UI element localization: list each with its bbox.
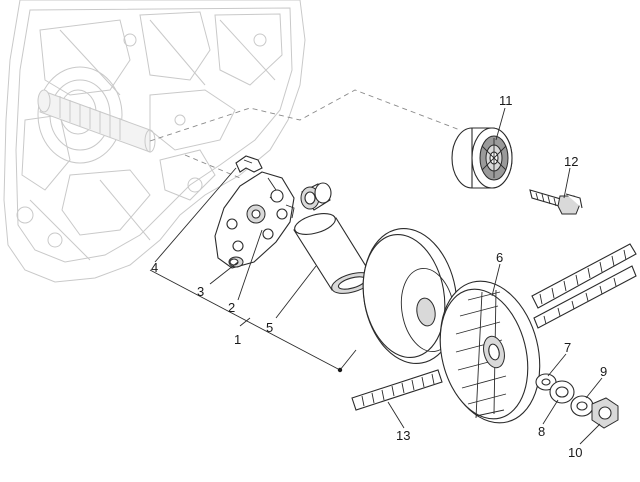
nut-part-10 xyxy=(591,397,619,429)
callout-12: 12 xyxy=(564,154,578,169)
callout-4: 4 xyxy=(151,260,158,275)
movable-pulley-half xyxy=(362,228,458,364)
fan-pulley-part-6 xyxy=(439,280,541,424)
washer-part-9 xyxy=(570,395,594,417)
callout-6: 6 xyxy=(496,250,503,265)
callout-5: 5 xyxy=(266,320,273,335)
ramp-plate-part-2 xyxy=(214,171,295,269)
callout-1: 1 xyxy=(234,332,241,347)
callout-7: 7 xyxy=(564,340,571,355)
belt-part-13 xyxy=(351,369,443,411)
callout-10: 10 xyxy=(568,445,582,460)
callout-11: 11 xyxy=(499,93,513,108)
leader-lines xyxy=(149,107,603,445)
roller xyxy=(300,182,332,211)
pulley-part-11 xyxy=(451,127,513,189)
callout-labels: 1 2 3 4 5 6 7 8 9 10 11 12 13 xyxy=(151,93,607,460)
crankcase-ghost xyxy=(3,0,306,283)
leader-dot xyxy=(337,367,343,373)
callout-13: 13 xyxy=(396,428,410,443)
sleeve-part-5 xyxy=(293,213,373,294)
callout-2: 2 xyxy=(228,300,235,315)
drive-shaft-ghost xyxy=(37,89,156,153)
callout-8: 8 xyxy=(538,424,545,439)
bolt-part-12 xyxy=(529,189,583,215)
washer-part-7 xyxy=(535,373,557,391)
belt-upper xyxy=(531,243,637,329)
callout-9: 9 xyxy=(600,364,607,379)
assembly-centerline xyxy=(149,89,461,142)
clip-part-4 xyxy=(235,155,263,173)
callout-3: 3 xyxy=(197,284,204,299)
slider-part-3 xyxy=(228,256,244,268)
assembly-centerline-2 xyxy=(184,154,241,179)
washer-part-8 xyxy=(549,380,575,404)
